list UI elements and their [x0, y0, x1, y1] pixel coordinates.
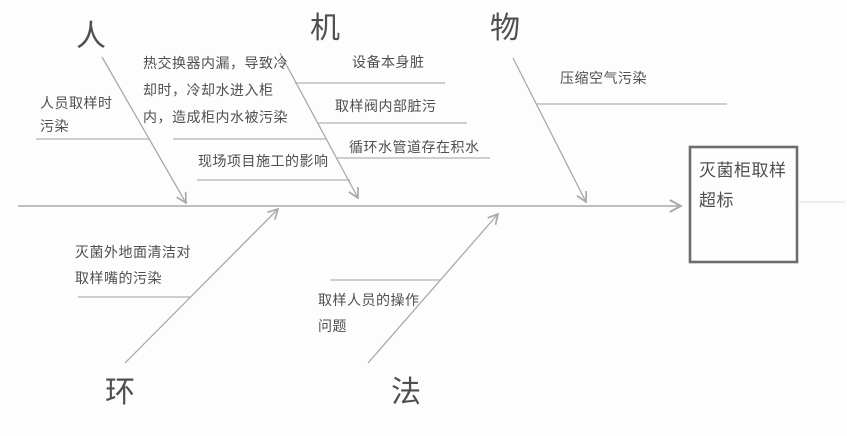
- cause-text-line: 循环水管道存在积水: [349, 141, 480, 156]
- cause-text-equipment-dirty: 设备本身脏: [352, 52, 425, 72]
- cause-text-line: 灭菌外地面清洁对: [75, 246, 191, 261]
- cause-text-line: 压缩空气污染: [560, 72, 647, 87]
- cause-text-heat-exchanger: 热交换器内漏，导致冷 却时，冷却水进入柜 内，造成柜内水被污染: [143, 51, 288, 132]
- category-label-environment: 环: [105, 376, 135, 409]
- cause-text-compressed-air: 压缩空气污染: [560, 68, 647, 88]
- cause-text-line: 热交换器内漏，导致冷: [143, 57, 288, 72]
- cause-text-person-sampling: 人员取样时 污染: [40, 93, 113, 139]
- cause-text-floor-cleaning: 灭菌外地面清洁对 取样嘴的污染: [75, 241, 191, 293]
- cause-text-line: 污染: [40, 120, 69, 135]
- cause-text-circulating-water: 循环水管道存在积水: [349, 137, 480, 157]
- person-branch-arrow: [101, 56, 186, 203]
- cause-text-line: 取样人员的操作: [318, 294, 420, 309]
- cause-text-line: 现场项目施工的影响: [198, 155, 329, 170]
- effect-text: 灭菌柜取样 超标: [699, 156, 795, 216]
- material-branch-arrow: [512, 57, 586, 202]
- category-label-material: 物: [490, 12, 520, 45]
- cause-text-line: 人员取样时: [40, 97, 113, 112]
- environment-branch-arrow: [124, 209, 278, 364]
- category-label-method: 法: [391, 376, 421, 409]
- category-label-machine: 机: [310, 12, 340, 45]
- effect-box-border: [688, 145, 799, 264]
- cause-text-line: 问题: [318, 320, 347, 335]
- cause-text-line: 内，造成柜内水被污染: [143, 111, 288, 126]
- cause-text-line: 设备本身脏: [352, 56, 425, 71]
- effect-text-line: 灭菌柜取样: [699, 161, 787, 180]
- method-branch-arrow: [367, 214, 498, 364]
- cause-text-sampling-valve: 取样阀内部脏污: [335, 96, 437, 116]
- cause-text-line: 却时，冷却水进入柜: [143, 84, 274, 99]
- cause-text-site-construction: 现场项目施工的影响: [198, 151, 329, 171]
- category-label-person: 人: [76, 20, 106, 53]
- machine-branch-arrow: [279, 52, 358, 198]
- cause-text-line: 取样阀内部脏污: [335, 100, 437, 115]
- effect-text-line: 超标: [699, 191, 734, 210]
- cause-text-operator-issue: 取样人员的操作 问题: [318, 289, 420, 341]
- cause-text-line: 取样嘴的污染: [75, 272, 162, 287]
